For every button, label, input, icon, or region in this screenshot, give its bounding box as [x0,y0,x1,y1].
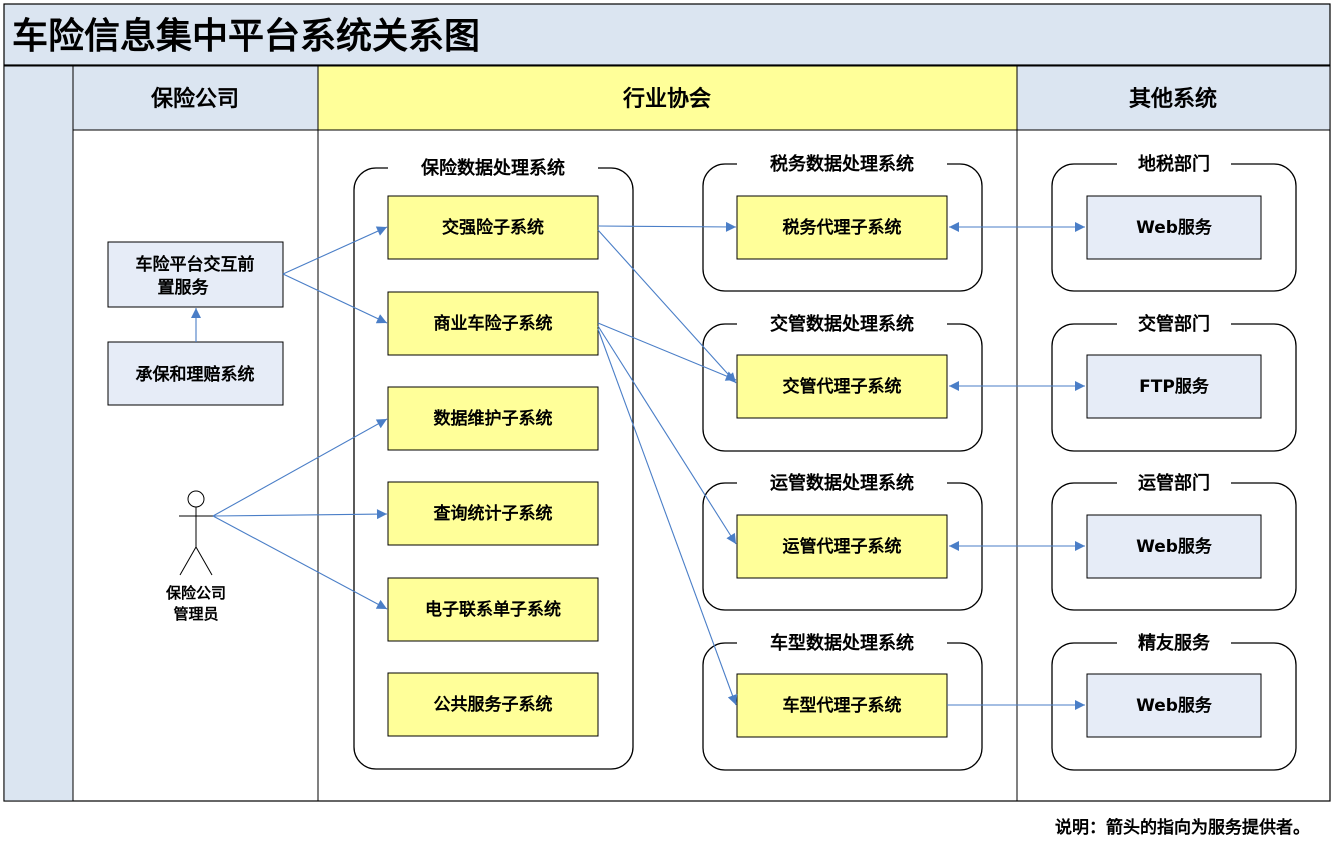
subsystem-data-maintenance-label: 数据维护子系统 [434,408,553,429]
underwriting-box [107,341,284,406]
tax-agent-label: 税务代理子系统 [783,217,902,238]
lane-label-others: 其他系统 [1129,86,1217,112]
lane-header-insurer [72,65,319,131]
group-label-mask [737,629,947,655]
lane-label-association: 行业协会 [622,86,711,112]
subsystem-e-contact-label: 电子联系单子系统 [425,599,561,620]
transport-agent-box [736,514,948,579]
insurance-data-system-label: 保险数据处理系统 [420,157,565,179]
actor-label-line1: 保险公司 [165,584,226,602]
group-label-mask [737,310,947,336]
transport-dept-service-box [1086,514,1262,579]
diagram-title: 车险信息集中平台系统关系图 [12,16,480,57]
lane-label-insurer: 保险公司 [150,86,239,112]
actor-label-line2: 管理员 [173,605,218,623]
traffic-dept-label: 交管部门 [1138,313,1210,335]
local-tax-dept-label: 地税部门 [1138,153,1210,175]
tax-processing-label: 税务数据处理系统 [770,153,914,175]
subsystem-e-contact [387,577,599,642]
subsystem-commercial-label: 商业车险子系统 [434,313,553,334]
arrow-admin-to-query [212,509,388,520]
group-label-mask [1117,310,1231,336]
group-label-mask [1117,469,1231,495]
front-service-box [107,241,284,308]
arrow-front-to-compulsory [282,226,388,275]
footnote: 说明：箭头的指向为服务提供者。 [1055,817,1310,838]
group-label-mask [737,150,947,176]
subsystem-query-stats-label: 查询统计子系统 [433,503,553,524]
subsystem-commercial [387,291,599,356]
subsystem-public-service-label: 公共服务子系统 [434,694,553,715]
vehicle-model-agent-label: 车型代理子系统 [783,695,902,716]
traffic-agent-box [736,354,948,419]
arrow-compulsory-to-tax [597,221,737,232]
transport-agent-label: 运管代理子系统 [783,536,902,557]
jingyou-service-label: 精友服务 [1138,632,1211,654]
arrow-commercial-to-traffic [597,322,737,381]
local-tax-service-label: Web服务 [1136,217,1213,238]
arrow-admin-to-econtact [212,515,388,610]
tax-agent-box [736,195,948,260]
left-margin-column [3,65,74,802]
subsystem-public-service [387,672,599,737]
local-tax-service-box [1086,195,1262,260]
group-label-mask [737,469,947,495]
arrow-admin-to-maintenance [212,418,388,517]
title-bar [3,3,1331,66]
front-service-label-line1: 车险平台交互前 [136,254,255,275]
arrow-commercial-to-vehicle-model [597,328,738,706]
transport-processing-label: 运管数据处理系统 [770,472,914,494]
lane-header-association [317,65,1018,131]
traffic-dept-service-box [1086,354,1262,419]
vehicle-model-processing-label: 车型数据处理系统 [770,632,914,654]
underwriting-label: 承保和理赔系统 [136,364,255,385]
group-label-mask [1117,629,1231,655]
arrow-compulsory-to-traffic [597,229,737,384]
front-service-label-line2: 置服务 [158,277,210,298]
arrow-front-to-commercial [282,273,388,324]
subsystem-data-maintenance [387,386,599,451]
subsystem-compulsory-label: 交强险子系统 [442,217,544,238]
arrow-commercial-to-transport [597,325,737,545]
admin-actor-icon [179,490,213,576]
lane-header-others [1016,65,1331,131]
group-label-mask [388,154,598,180]
traffic-dept-service-label: FTP服务 [1139,376,1210,397]
jingyou-web-service-box [1086,673,1262,738]
transport-dept-service-label: Web服务 [1136,536,1213,557]
jingyou-web-service-label: Web服务 [1136,695,1213,716]
subsystem-query-stats [387,481,599,546]
transport-dept-label: 运管部门 [1138,472,1210,494]
traffic-agent-label: 交管代理子系统 [783,376,902,397]
vehicle-model-agent-box [736,673,948,738]
traffic-processing-label: 交管数据处理系统 [770,313,914,335]
group-label-mask [1117,150,1231,176]
subsystem-compulsory [387,195,599,260]
